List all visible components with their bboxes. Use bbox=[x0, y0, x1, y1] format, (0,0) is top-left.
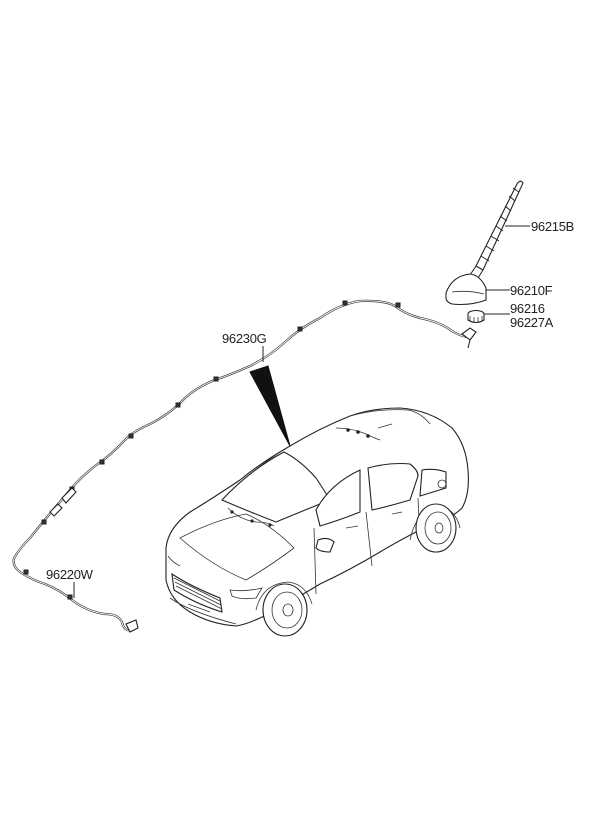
part-label-96220W: 96220W bbox=[46, 567, 94, 582]
antenna-mast[interactable] bbox=[469, 180, 524, 279]
part-label-96215B: 96215B bbox=[531, 219, 574, 234]
part-label-96216: 96216 bbox=[510, 301, 545, 316]
part-label-96230G: 96230G bbox=[222, 331, 267, 346]
antenna-feeder-cable[interactable] bbox=[12, 557, 139, 633]
antenna-base-cover[interactable] bbox=[445, 273, 487, 306]
roof-antenna-cable[interactable] bbox=[13, 299, 477, 559]
location-pointer bbox=[249, 365, 291, 447]
part-label-96210F: 96210F bbox=[510, 283, 553, 298]
antenna-nut[interactable] bbox=[467, 309, 485, 324]
vehicle-illustration bbox=[165, 407, 469, 637]
leader-lines bbox=[73, 225, 530, 598]
part-label-96227A: 96227A bbox=[510, 315, 554, 330]
